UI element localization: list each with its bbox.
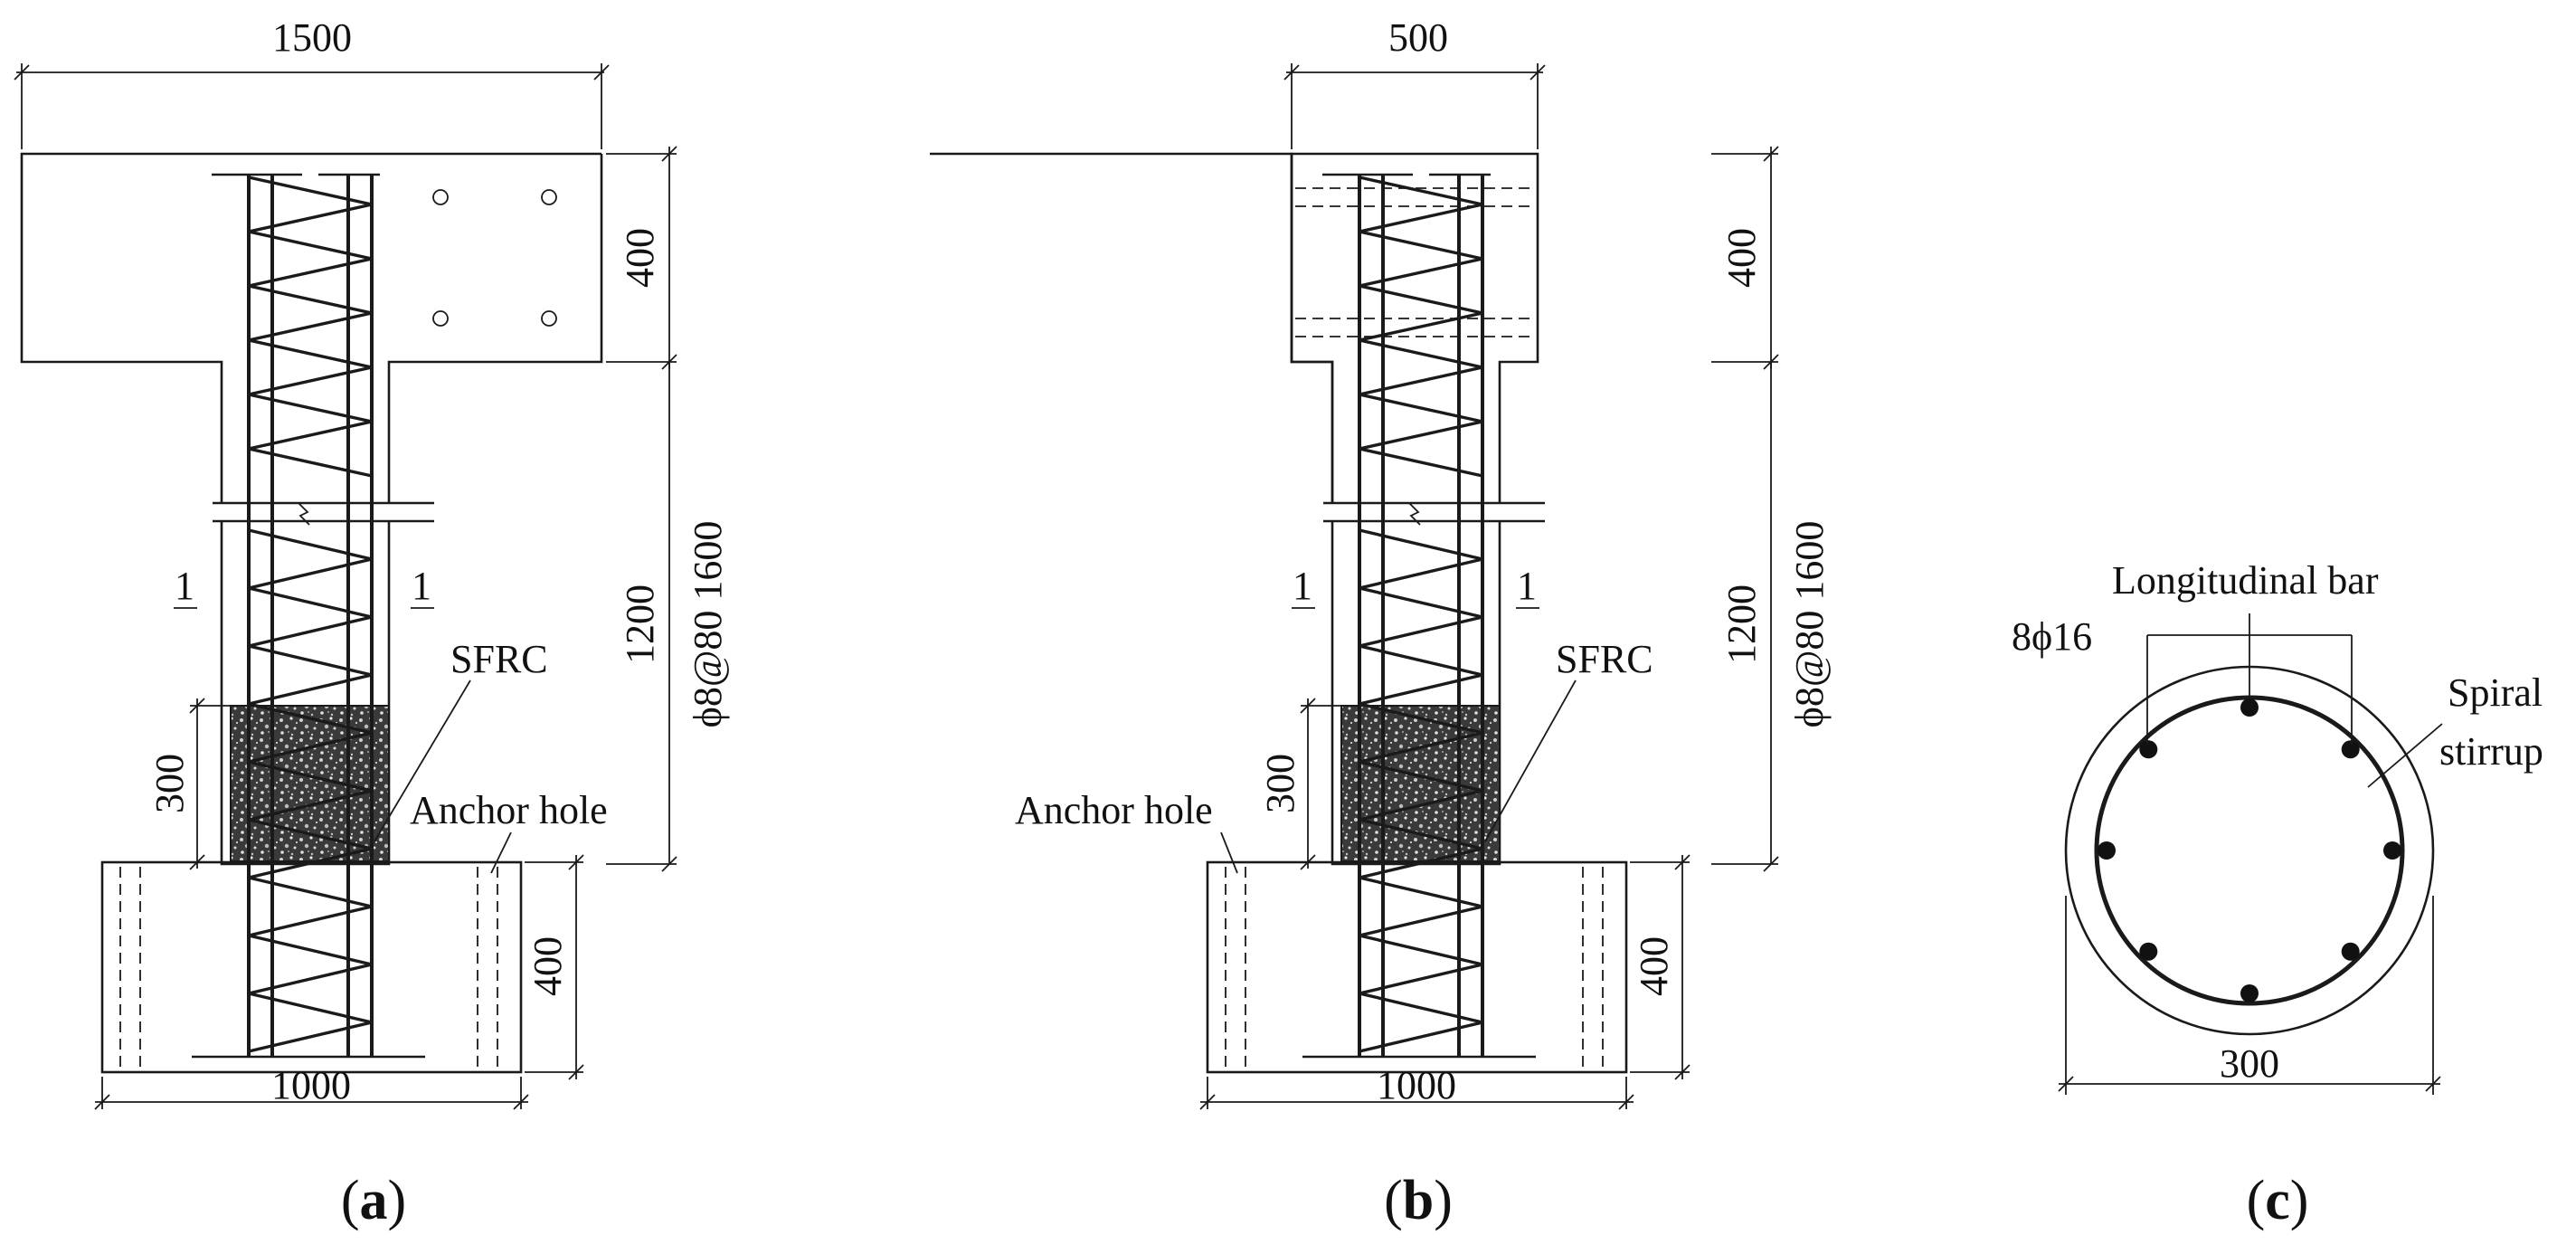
- panel-a-dim-column-height: 1200 ϕ8@80 1600: [606, 362, 730, 872]
- panel-c-stirrup-label: stirrup: [2439, 729, 2543, 774]
- panel-b-caption: (b): [1384, 1170, 1453, 1231]
- panel-a-break-line: [213, 501, 434, 526]
- longitudinal-bar-dot: [2341, 740, 2360, 759]
- svg-text:1200: 1200: [1719, 584, 1764, 664]
- svg-text:500: 500: [1388, 15, 1448, 60]
- panel-a-outline-right: [387, 154, 603, 503]
- panel-b-spiral-stirrup-lower: [1359, 528, 1483, 1053]
- panel-c-bar-leaders: [2146, 613, 2353, 745]
- panel-c-spiral-label: Spiral: [2448, 670, 2543, 715]
- panel-a-dim-base-height: 400: [525, 854, 584, 1080]
- panel-b-dim-sfrc-height: 300: [1258, 698, 1341, 870]
- svg-text:1200: 1200: [618, 584, 662, 664]
- panel-a-t-shaped-specimen: 1 1 SFRC Anchor hole 1500 400: [14, 15, 730, 1231]
- svg-text:400: 400: [618, 228, 662, 288]
- panel-b-anchor-hole-label: Anchor hole: [1015, 788, 1213, 832]
- panel-c-longitudinal-bars: [2098, 698, 2401, 1002]
- longitudinal-bar-dot: [2240, 984, 2259, 1002]
- panel-a-sfrc-leader: [374, 679, 471, 842]
- panel-a-dim-cap-height: 400: [606, 146, 677, 370]
- panel-c-spiral-leader: [2367, 723, 2443, 788]
- svg-text:1: 1: [1517, 564, 1537, 608]
- svg-text:400: 400: [1719, 228, 1764, 288]
- panel-a-caption: (a): [341, 1170, 406, 1231]
- panel-b-sfrc-label: SFRC: [1556, 637, 1653, 681]
- panel-b-section-mark-left: 1: [1292, 564, 1315, 609]
- panel-c-cross-section: Longitudinal bar 8ϕ16 Spiral stirrup 300…: [2012, 558, 2543, 1231]
- panel-c-spiral-circle: [2094, 695, 2405, 1006]
- svg-text:1: 1: [175, 564, 194, 608]
- panel-b-cap: [1290, 152, 1539, 503]
- panel-b-spiral-stirrup-upper: [1359, 176, 1483, 478]
- panel-a-spiral-stirrup-lower: [248, 528, 373, 1053]
- panel-c-caption: (c): [2247, 1170, 2309, 1231]
- longitudinal-bar-dot: [2139, 942, 2158, 961]
- panel-b-base-block: [1206, 860, 1628, 1074]
- panel-a-section-mark-left: 1: [174, 564, 197, 609]
- svg-text:300: 300: [1258, 754, 1302, 813]
- panel-b-dim-cap-height: 400: [1711, 146, 1779, 370]
- longitudinal-bar-dot: [2383, 841, 2401, 860]
- panel-c-longitudinal-label: Longitudinal bar: [2112, 558, 2379, 603]
- panel-a-outline-left: [20, 152, 601, 503]
- panel-b-anchor-hole-leader: [1220, 831, 1238, 874]
- panel-b-outline-left: [930, 152, 1334, 503]
- longitudinal-bar-dot: [2240, 698, 2259, 717]
- panel-a-sfrc-label: SFRC: [450, 637, 548, 681]
- panel-c-dim-diameter: 300: [2058, 896, 2441, 1095]
- panel-b-sfrc-zone: [1340, 705, 1501, 862]
- svg-text:ϕ8@80 1600: ϕ8@80 1600: [686, 521, 730, 728]
- panel-a-dim-sfrc-height: 300: [147, 698, 231, 870]
- svg-text:300: 300: [2220, 1041, 2279, 1086]
- panel-a-section-mark-right: 1: [411, 564, 434, 609]
- panel-a-dim-top-width: 1500: [14, 15, 610, 149]
- panel-a-bolt-holes: [432, 189, 557, 327]
- longitudinal-bar-dot: [2139, 740, 2158, 759]
- panel-a-anchor-hole-label: Anchor hole: [410, 788, 608, 832]
- panel-b-reinforcement-cage: [1302, 173, 1536, 1059]
- svg-text:400: 400: [1632, 936, 1676, 996]
- svg-text:300: 300: [147, 754, 192, 813]
- panel-a-spiral-stirrup-upper: [248, 176, 373, 478]
- panel-c-bars-label: 8ϕ16: [2012, 614, 2092, 659]
- panel-b-rectangular-specimen: 1 1 SFRC Anchor hole 500 400: [930, 15, 1832, 1231]
- svg-text:1: 1: [412, 564, 431, 608]
- panel-a-sfrc-zone: [230, 705, 390, 862]
- panel-b-cap-ducts: [1295, 187, 1534, 337]
- panel-a-reinforcement-cage: [192, 173, 425, 1059]
- panel-b-dim-base-width: 1000: [1199, 1063, 1634, 1110]
- svg-text:1000: 1000: [1377, 1063, 1456, 1107]
- svg-text:ϕ8@80 1600: ϕ8@80 1600: [1787, 521, 1832, 728]
- panel-b-sfrc-leader: [1484, 679, 1577, 842]
- svg-text:1: 1: [1293, 564, 1312, 608]
- svg-text:1000: 1000: [271, 1063, 351, 1107]
- panel-c-outer-circle: [2064, 665, 2435, 1036]
- panel-b-break-line: [1323, 501, 1545, 526]
- svg-text:1500: 1500: [272, 15, 352, 60]
- panel-b-section-mark-right: 1: [1516, 564, 1539, 609]
- panel-b-dim-base-height: 400: [1630, 854, 1690, 1080]
- panel-a-anchor-hole-leader: [490, 831, 512, 874]
- longitudinal-bar-dot: [2341, 942, 2360, 961]
- panel-a-dim-base-width: 1000: [94, 1063, 529, 1110]
- panel-b-dim-column-height: 1200 ϕ8@80 1600: [1711, 362, 1832, 872]
- longitudinal-bar-dot: [2098, 841, 2116, 860]
- panel-b-dim-top-width: 500: [1283, 15, 1546, 149]
- svg-text:400: 400: [526, 936, 570, 996]
